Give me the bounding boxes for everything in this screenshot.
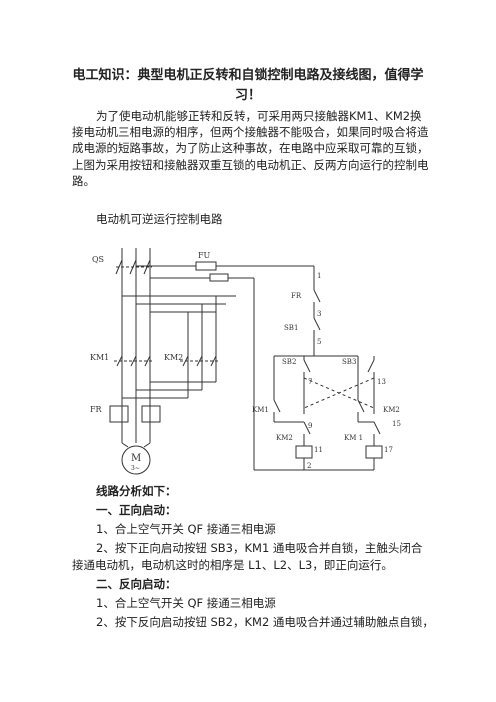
title-line-2: 习！ xyxy=(234,88,261,103)
label-km1: KM1 xyxy=(90,353,109,362)
section-1-item-1: 1、合上空气开关 QF 接通三相电源 xyxy=(96,522,276,536)
label-motor-sub: 3~ xyxy=(131,465,140,472)
main-circuit xyxy=(109,248,314,475)
circuit-diagram: QS FU KM1 KM2 FR M 3~ 1 FR 3 SB1 5 SB2 S… xyxy=(90,248,401,475)
analysis-heading: 线路分析如下： xyxy=(96,484,177,498)
node-13: 13 xyxy=(377,378,386,386)
label-ctl-fr: FR xyxy=(291,292,302,300)
label-ctl-km2-lock: KM2 xyxy=(276,434,293,442)
section-1-heading: 一、正向启动： xyxy=(96,503,177,517)
node-7: 7 xyxy=(308,378,312,386)
section-1-item-2-line-2: 接通电动机，电动机这时的相序是 L1、L2、L3，即正向运行。 xyxy=(72,558,393,572)
label-ctl-km1-lock: KM 1 xyxy=(344,434,363,442)
section-2-heading: 二、反向启动： xyxy=(96,577,177,591)
label-ctl-km2-self: KM2 xyxy=(383,406,400,414)
label-sb2: SB2 xyxy=(282,358,296,366)
label-km2: KM2 xyxy=(164,353,183,362)
node-1: 1 xyxy=(317,272,321,280)
title-line-1: 电工知识：典型电机正反转和自锁控制电路及接线图，值得学 xyxy=(72,68,424,83)
diagram-caption: 电动机可逆运行控制电路 xyxy=(96,212,223,226)
label-ctl-km1-self: KM1 xyxy=(252,406,269,414)
section-1-item-2-line-1: 2、按下正向启动按钮 SB3，KM1 通电吸合并自锁，主触头闭合 xyxy=(96,541,423,555)
section-2-item-2-line-1: 2、按下反向启动按钮 SB2，KM2 通电吸合并通过辅助触点自锁， xyxy=(96,615,434,629)
node-2: 2 xyxy=(307,462,311,470)
intro-paragraph: 为了使电动机能够正转和反转，可采用两只接触器KM1、KM2换接电动机三相电源的相… xyxy=(72,109,429,188)
label-fu: FU xyxy=(198,251,211,260)
label-motor: M xyxy=(131,453,141,464)
label-sb3: SB3 xyxy=(342,358,356,366)
control-circuit xyxy=(254,266,383,471)
label-fr: FR xyxy=(90,405,103,414)
label-sb1: SB1 xyxy=(284,324,298,332)
node-17: 17 xyxy=(384,446,393,454)
label-qs: QS xyxy=(92,255,104,264)
node-11: 11 xyxy=(314,446,323,454)
node-5: 5 xyxy=(317,338,321,346)
node-3: 3 xyxy=(317,310,321,318)
node-15: 15 xyxy=(392,420,401,428)
page-title: 电工知识：典型电机正反转和自锁控制电路及接线图，值得学 习！ xyxy=(60,66,436,106)
node-9: 9 xyxy=(308,422,312,430)
section-2-item-1: 1、合上空气开关 QF 接通三相电源 xyxy=(96,596,276,610)
